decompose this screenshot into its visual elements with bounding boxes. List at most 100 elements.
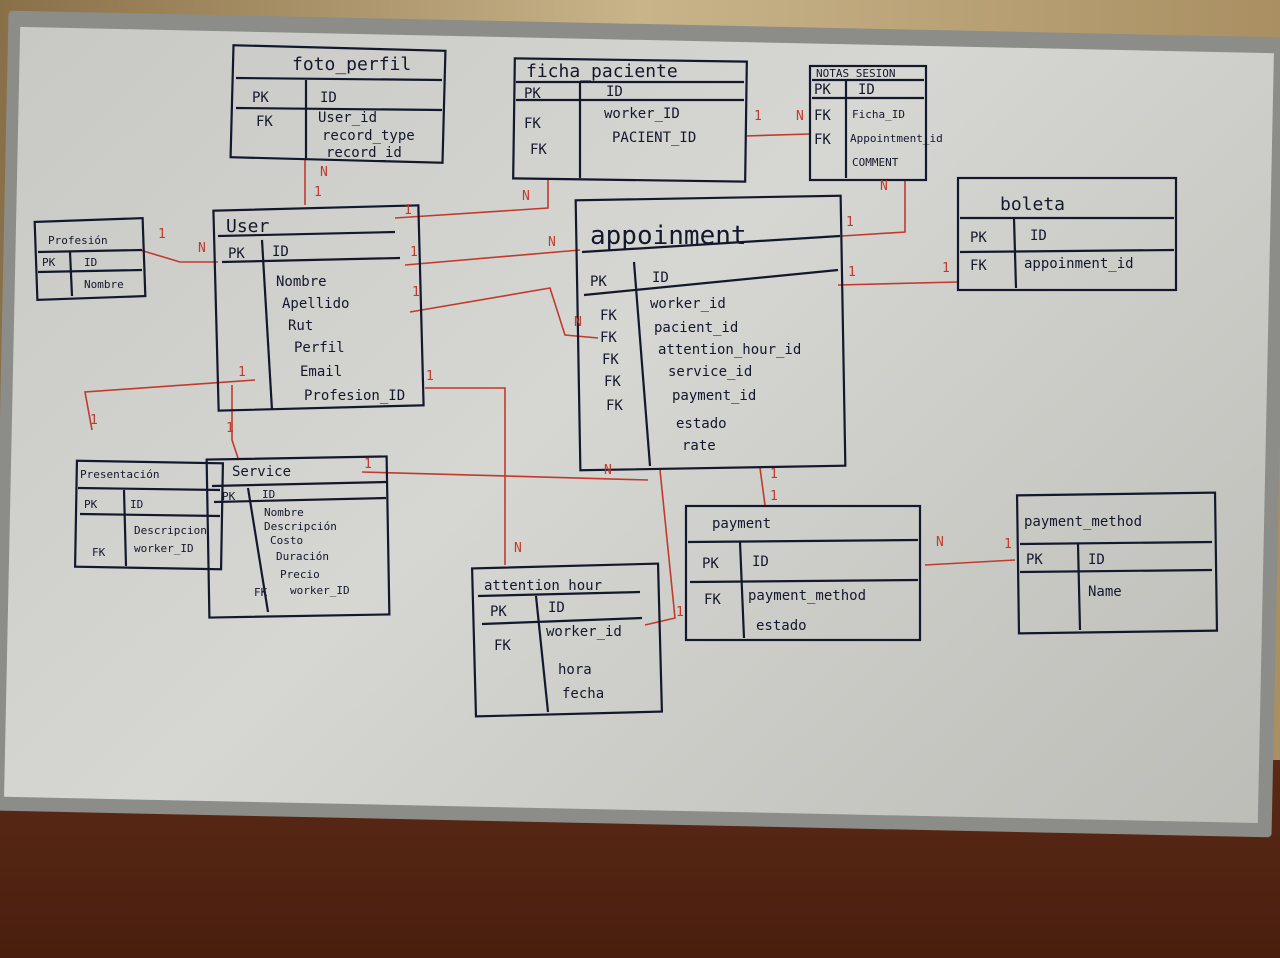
card-label: N xyxy=(548,235,556,250)
field-name: Nombre xyxy=(84,278,124,291)
field-name: User_id xyxy=(318,110,377,126)
field-key: PK xyxy=(524,86,541,102)
card-label: 1 xyxy=(410,245,418,260)
field-name: Name xyxy=(1088,584,1122,600)
rel-payment-appt xyxy=(759,467,766,506)
field-name: payment_method xyxy=(748,588,866,604)
rel-ficha-notas xyxy=(744,133,811,137)
rel-service-appt xyxy=(361,471,649,481)
card-label: N xyxy=(936,535,944,550)
card-label: N xyxy=(574,315,582,330)
rel-user-ficha xyxy=(394,180,549,219)
relationship-lines xyxy=(84,133,1016,626)
field-name: Descripción xyxy=(264,520,337,533)
field-key: FK xyxy=(494,638,511,654)
field-name: estado xyxy=(756,618,807,634)
field-name: Appointment_id xyxy=(850,132,943,145)
rel-paymentmethod-payment xyxy=(924,559,1016,566)
rel-appt-boleta xyxy=(837,281,959,286)
field-name: ID xyxy=(1030,228,1047,244)
field-key: PK xyxy=(222,490,236,503)
card-label: 1 xyxy=(1004,537,1012,552)
field-name: Rut xyxy=(288,318,313,334)
card-label: 1 xyxy=(90,413,98,428)
field-key: FK xyxy=(970,258,987,274)
field-name: Apellido xyxy=(282,296,349,312)
field-key: PK xyxy=(814,82,831,98)
entity-payment-method: payment_method PK ID Name xyxy=(1015,491,1219,635)
field-name: Email xyxy=(300,364,342,380)
field-name: ID xyxy=(130,498,143,511)
field-name: estado xyxy=(676,416,727,432)
field-name: ID xyxy=(606,84,623,100)
entity-title: User xyxy=(226,216,270,237)
card-label: 1 xyxy=(226,421,234,436)
card-label: 1 xyxy=(426,369,434,384)
field-name: Costo xyxy=(270,534,303,547)
field-key: PK xyxy=(590,274,607,290)
field-key: PK xyxy=(702,556,719,572)
entity-attention-hour: attention_hour PK ID FK worker_id hora f… xyxy=(470,562,664,718)
field-name: worker_id xyxy=(650,296,726,312)
field-name: PACIENT_ID xyxy=(612,130,696,146)
field-key: FK xyxy=(814,108,831,124)
field-name: attention_hour_id xyxy=(658,342,801,358)
card-label: 1 xyxy=(770,489,778,504)
field-name: worker_ID xyxy=(134,542,194,555)
card-label: N xyxy=(198,241,206,256)
entity-title: Presentación xyxy=(80,468,159,481)
entity-service: Service PK ID Nombre Descripción Costo D… xyxy=(205,455,391,619)
card-label: 1 xyxy=(238,365,246,380)
field-name: worker_id xyxy=(546,624,622,640)
card-label: 1 xyxy=(846,215,854,230)
entity-presentacion: Presentación PK ID Descripcion FK worker… xyxy=(73,459,225,571)
field-name: hora xyxy=(558,662,592,678)
field-name: appoinment_id xyxy=(1024,256,1134,272)
entity-title: NOTAS_SESION xyxy=(816,67,895,80)
field-key: FK xyxy=(530,142,547,158)
card-label: N xyxy=(604,463,612,478)
card-label: 1 xyxy=(364,457,372,472)
field-key: PK xyxy=(42,256,56,269)
entity-title: payment_method xyxy=(1024,514,1142,530)
field-name: Precio xyxy=(280,568,320,581)
field-name: Nombre xyxy=(276,274,327,290)
field-name: ID xyxy=(320,90,337,106)
rel-profesion-user xyxy=(139,249,218,263)
field-name: ID xyxy=(272,244,289,260)
entity-profesion: Profesión PK ID Nombre xyxy=(33,217,147,301)
field-key: FK xyxy=(256,114,273,130)
rel-user-presentacion xyxy=(84,379,256,431)
field-name: Nombre xyxy=(264,506,304,519)
card-label: N xyxy=(320,165,328,180)
cardinality-labels: N 1 1 N 1 N N 1 1 N 1 N 1 N 1 1 1 1 1 1 … xyxy=(90,109,1012,620)
entity-title: appoinment xyxy=(590,221,747,251)
field-name: service_id xyxy=(668,364,752,380)
field-key: FK xyxy=(600,330,617,346)
entity-title: payment xyxy=(712,516,771,532)
field-name: ID xyxy=(548,600,565,616)
card-label: 1 xyxy=(676,605,684,620)
field-key: FK xyxy=(602,352,619,368)
field-name: ID xyxy=(752,554,769,570)
field-key: FK xyxy=(704,592,721,608)
entity-boleta: boleta PK ID FK appoinment_id xyxy=(956,176,1178,292)
field-name: record_id xyxy=(326,145,402,161)
entity-appoinment: appoinment PK ID FK worker_id FK pacient… xyxy=(574,194,847,472)
rel-user-attention xyxy=(425,387,506,565)
entity-foto-perfil: foto_perfil PK ID FK User_id record_type… xyxy=(229,44,447,164)
field-name: ID xyxy=(858,82,875,98)
card-label: 1 xyxy=(770,467,778,482)
field-key: PK xyxy=(252,90,269,106)
field-key: FK xyxy=(600,308,617,324)
field-name: Duración xyxy=(276,550,329,563)
entity-title: Service xyxy=(232,464,291,480)
rel-attention-appt xyxy=(644,469,676,626)
field-key: PK xyxy=(228,246,245,262)
rel-user-appt-b xyxy=(409,287,599,339)
field-name: COMMENT xyxy=(852,156,899,169)
field-key: FK xyxy=(604,374,621,390)
field-key: PK xyxy=(1026,552,1043,568)
card-label: 1 xyxy=(314,185,322,200)
card-label: 1 xyxy=(942,261,950,276)
